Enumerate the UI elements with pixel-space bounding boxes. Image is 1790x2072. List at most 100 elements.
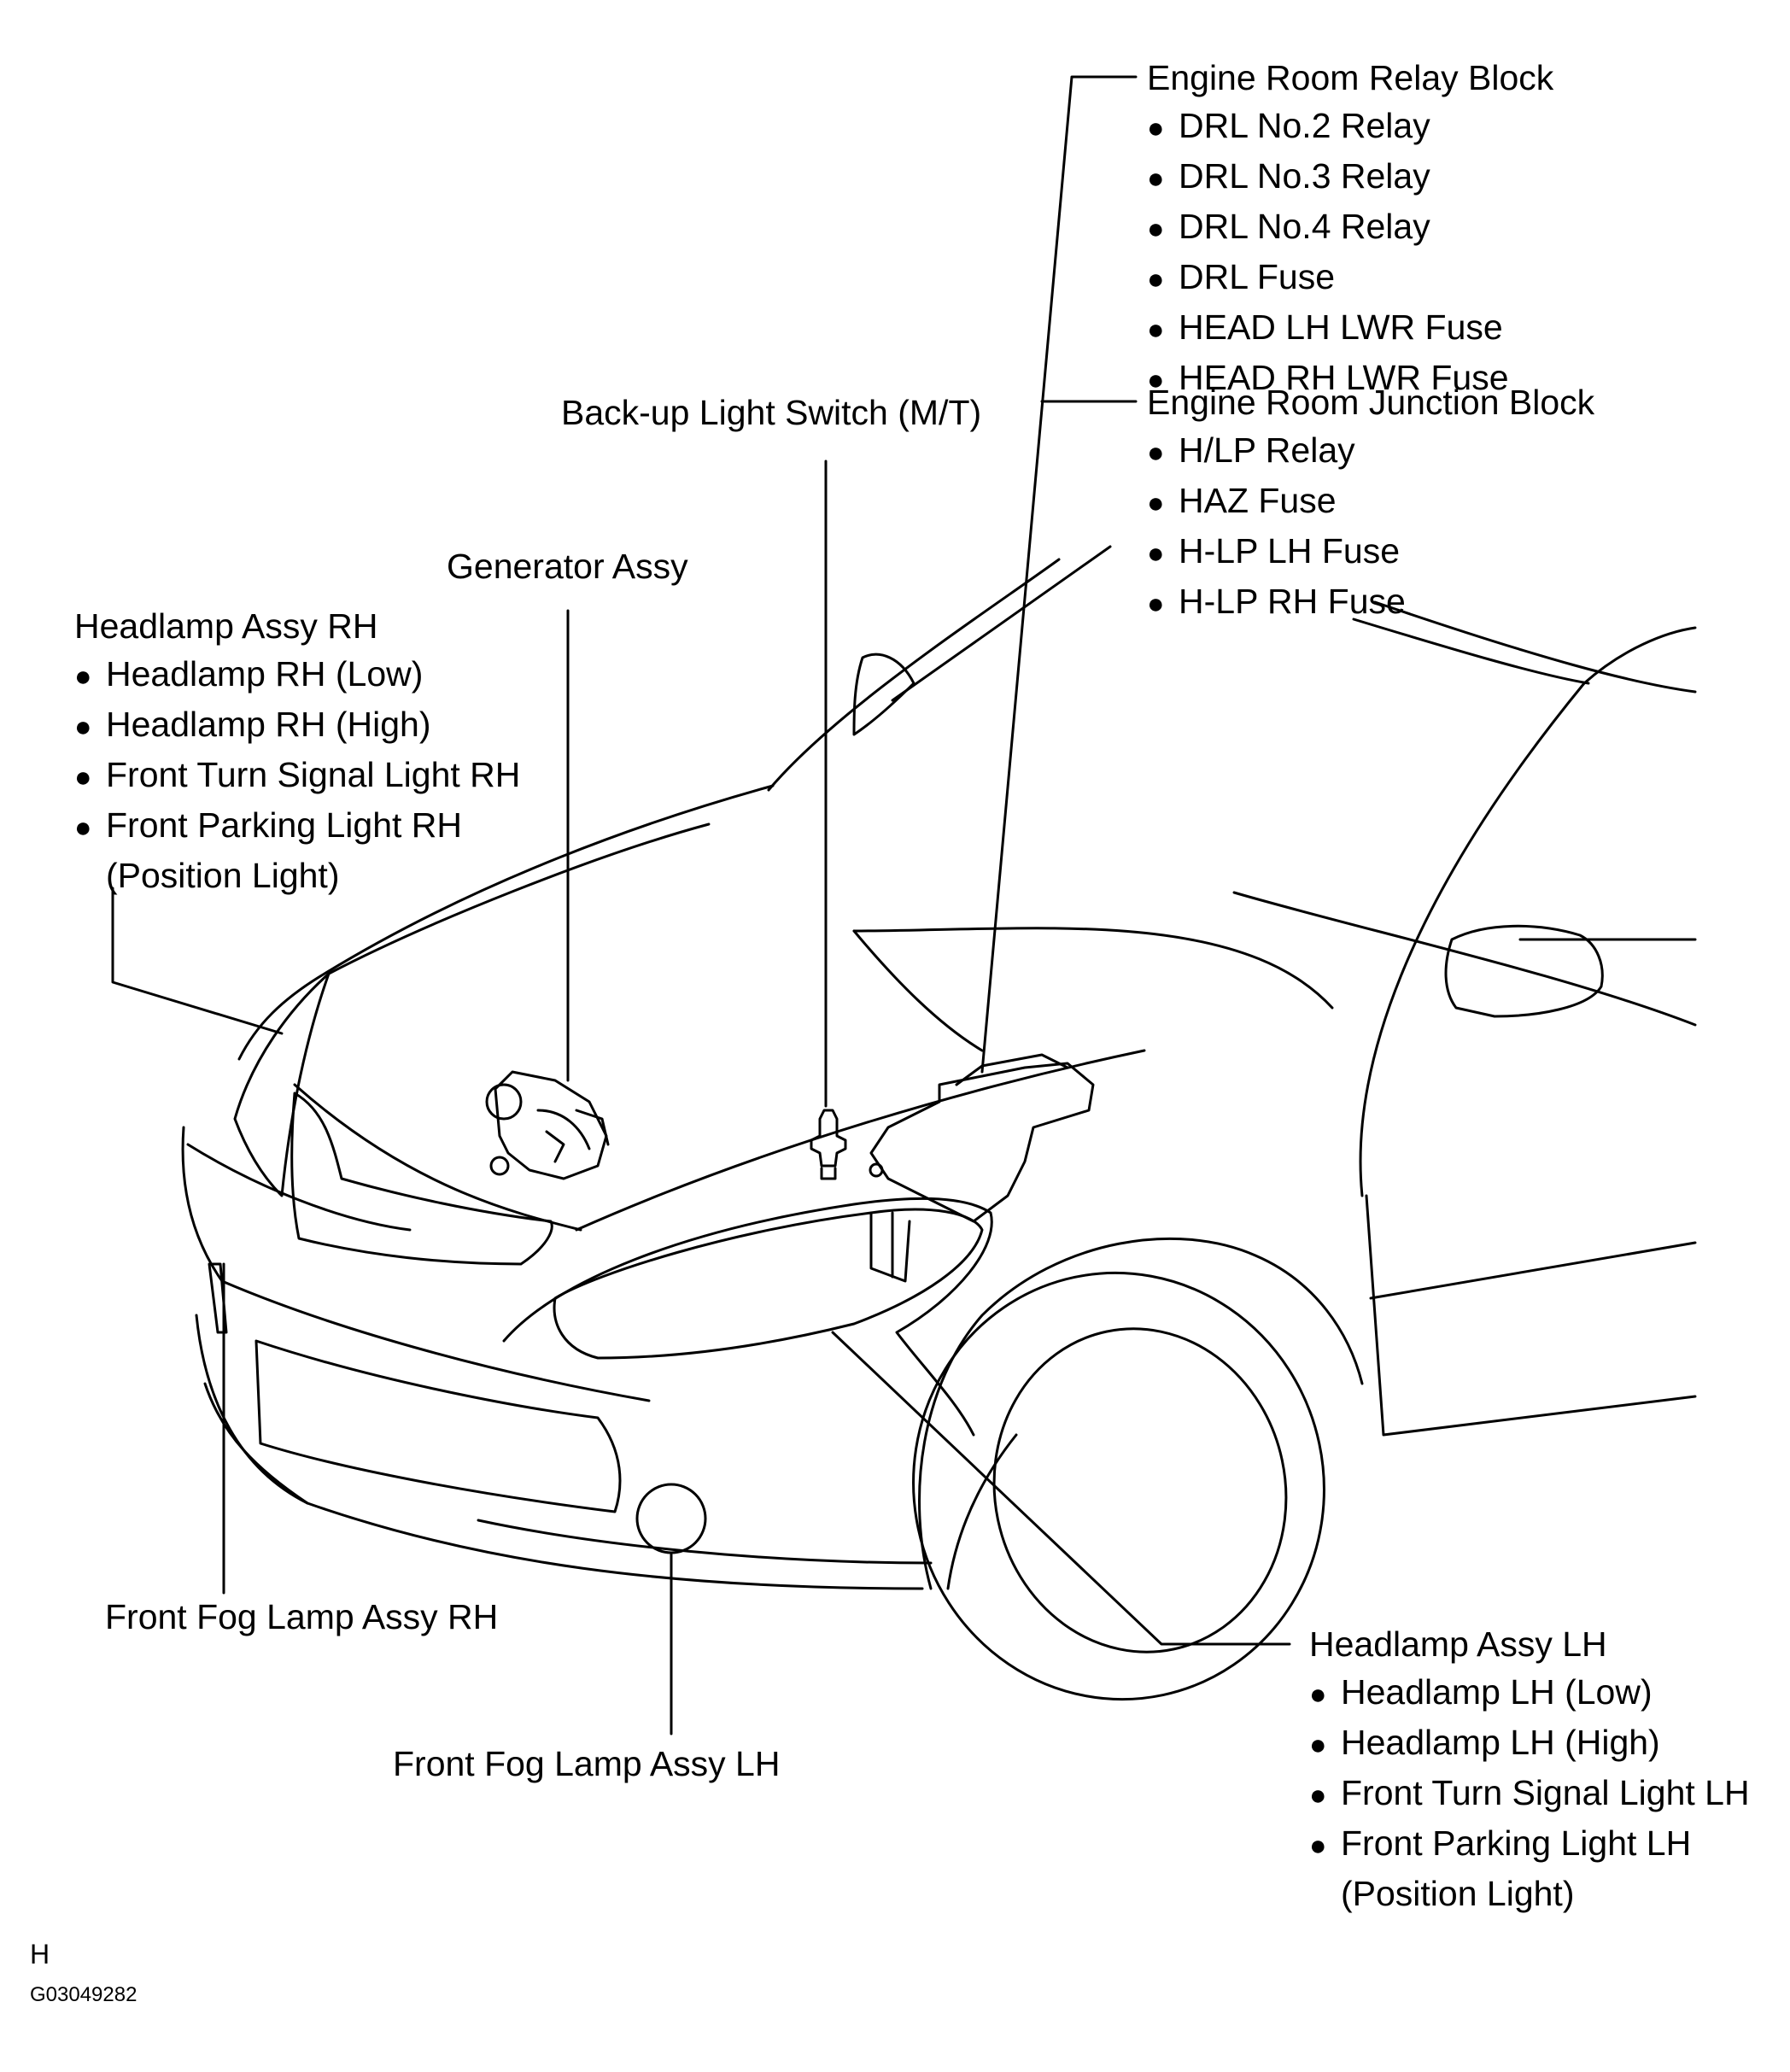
headlamp-lh-item-label: Headlamp LH (Low)	[1341, 1672, 1653, 1712]
roof-right	[1582, 626, 1697, 685]
grille-left	[290, 1092, 553, 1266]
headlamp-rh-item-label: Front Parking Light RH	[106, 805, 463, 845]
bullet-icon: ●	[74, 711, 92, 743]
relay-block-item-label: DRL No.3 Relay	[1179, 156, 1430, 196]
relay-block-item-label: HEAD LH LWR Fuse	[1179, 307, 1503, 347]
junction-block-item-label: HAZ Fuse	[1179, 481, 1337, 520]
bumper-upper	[181, 1126, 651, 1402]
bullet-icon: ●	[74, 761, 92, 793]
bullet-icon: ●	[1309, 1678, 1327, 1711]
headlamp-lh-item-label: Front Turn Signal Light LH	[1341, 1773, 1750, 1812]
bullet-icon: ●	[1147, 588, 1165, 620]
section-marker: H	[30, 1939, 50, 1970]
bullet-icon: ●	[1147, 313, 1165, 346]
hood-crease	[327, 822, 711, 975]
headlamp-lh-item: ● Headlamp LH (Low)	[1309, 1668, 1750, 1718]
hood-outline	[237, 784, 775, 1061]
leader-lines	[111, 75, 1590, 1735]
body-side	[1369, 1241, 1697, 1300]
junction-block-box	[869, 1062, 1095, 1223]
fender-line	[918, 1237, 1364, 1590]
junction-block-top	[955, 1053, 1069, 1086]
fog-rh-label: Front Fog Lamp Assy RH	[105, 1597, 499, 1636]
bullet-icon: ●	[1147, 487, 1165, 519]
junction-block-item-label: H-LP RH Fuse	[1179, 582, 1406, 621]
relay-block-item: ● DRL No.4 Relay	[1147, 202, 1553, 253]
headlamp-rh-item-label: Headlamp RH (Low)	[106, 654, 424, 694]
bullet-icon: ●	[1147, 213, 1165, 245]
relay-block-item-label: HEAD RH LWR Fuse	[1179, 358, 1509, 397]
generator-label: Generator Assy	[447, 547, 688, 586]
relay-block-item-label: DRL No.4 Relay	[1179, 207, 1430, 246]
headlamp-lh-list: ●Headlamp LH (Low)●Headlamp LH (High)●Fr…	[1309, 1668, 1750, 1870]
relay-block-item: ● DRL No.2 Relay	[1147, 102, 1553, 152]
headlamp-rh-callout: Headlamp Assy RH ● Headlamp RH (Low) ● Head…	[74, 602, 520, 899]
junction-block-item: ● HAZ Fuse	[1147, 477, 1594, 527]
junction-block-item: ●H-LP LH Fuse	[1147, 527, 1594, 577]
headlamp-rh-item: ● Front Turn Signal Light RH	[74, 751, 520, 801]
generator-icon	[485, 1070, 610, 1180]
windshield-top	[852, 927, 1334, 1010]
headlamp-lh-callout: Headlamp Assy LH ● Headlamp LH (Low) ● Head…	[1309, 1620, 1750, 1917]
backup-switch-label: Back-up Light Switch (M/T)	[561, 393, 982, 432]
tire-inner	[992, 1327, 1288, 1654]
bullet-icon: ●	[1147, 263, 1165, 296]
bullet-icon: ●	[1147, 162, 1165, 195]
junction-block-item-label: H/LP Relay	[1179, 430, 1355, 470]
headlamp-rh-item-label: Front Turn Signal Light RH	[106, 755, 521, 794]
junction-block-list: ●H/LP Relay ● HAZ Fuse ●H-LP LH Fuse ● H-LP R…	[1147, 426, 1594, 628]
bullet-icon: ●	[1147, 112, 1165, 144]
junction-block-item: ●H/LP Relay	[1147, 426, 1594, 477]
figure-id: G03049282	[30, 1983, 137, 2006]
roof-edge	[1373, 600, 1697, 694]
door-line	[1365, 1194, 1697, 1437]
relay-block-callout: Engine Room Relay Block ●DRL No.2 Relay●…	[1147, 54, 1553, 404]
headlamp-lh-item: ●Front Parking Light LH	[1309, 1819, 1750, 1870]
headlamp-rh-shape	[233, 972, 331, 1197]
windshield-outline	[1232, 891, 1697, 1027]
headlamp-rh-item-label: Headlamp RH (High)	[106, 705, 431, 744]
headlamp-lh-item-label: Headlamp LH (High)	[1341, 1723, 1660, 1762]
junction-block-item: ● H-LP RH Fuse	[1147, 577, 1594, 628]
hood-front	[293, 1083, 582, 1232]
headlamp-rh-item: ● Front Parking Light RH	[74, 801, 520, 852]
bullet-icon: ●	[74, 660, 92, 693]
junction-block-mount	[869, 1211, 911, 1283]
headlamp-lh-shape	[553, 1208, 984, 1360]
relay-block-item-label: DRL No.2 Relay	[1179, 106, 1430, 145]
windshield-side	[1359, 682, 1586, 1197]
wheel-arch	[946, 1433, 1018, 1590]
junction-block-title: Engine Room Junction Block	[1147, 383, 1595, 422]
headlamp-lh-title: Headlamp Assy LH	[1309, 1624, 1607, 1664]
bumper-intake	[254, 1339, 622, 1513]
junction-block-item-label: H-LP LH Fuse	[1179, 531, 1401, 571]
junction-block-callout: Engine Room Junction Block ●H/LP Relay●H…	[1147, 378, 1594, 628]
mirror-near	[1444, 924, 1604, 1018]
headlamp-lh-item: ● Front Turn Signal Light LH	[1309, 1769, 1750, 1819]
bumper-vent-left	[208, 1262, 228, 1334]
relay-block-item: ● DRL No.3 Relay	[1147, 152, 1553, 202]
bullet-icon: ●	[74, 811, 92, 844]
headlamp-lh-item: ● Headlamp LH (High)	[1309, 1718, 1750, 1769]
headlamp-lh-bezel	[502, 1197, 993, 1437]
bumper-lower	[195, 1314, 924, 1590]
relay-block-item: ● DRL Fuse	[1147, 253, 1553, 303]
bumper-sill	[477, 1519, 933, 1565]
bullet-icon: ●	[1309, 1729, 1327, 1761]
backup-switch-icon	[810, 1109, 847, 1180]
headlamp-lh-continuation: (Position Light)	[1341, 1874, 1575, 1913]
headlamp-rh-title: Headlamp Assy RH	[74, 606, 378, 646]
headlamp-lh-item-label: Front Parking Light LH	[1341, 1823, 1692, 1863]
relay-block-list: ● DRL No.2 Relay ● DRL No.3 Relay ● DRL No.4 …	[1147, 102, 1553, 404]
headlamp-rh-continuation: (Position Light)	[106, 856, 340, 895]
bullet-icon: ●	[1147, 364, 1165, 396]
a-pillar	[767, 558, 1061, 792]
relay-block-item-label: DRL Fuse	[1179, 257, 1336, 296]
bullet-icon: ●	[1309, 1779, 1327, 1812]
mirror-far	[852, 653, 915, 736]
bumper-bottom	[203, 1382, 309, 1505]
hood-line-back	[852, 929, 984, 1052]
tire-outer	[912, 1271, 1325, 1701]
